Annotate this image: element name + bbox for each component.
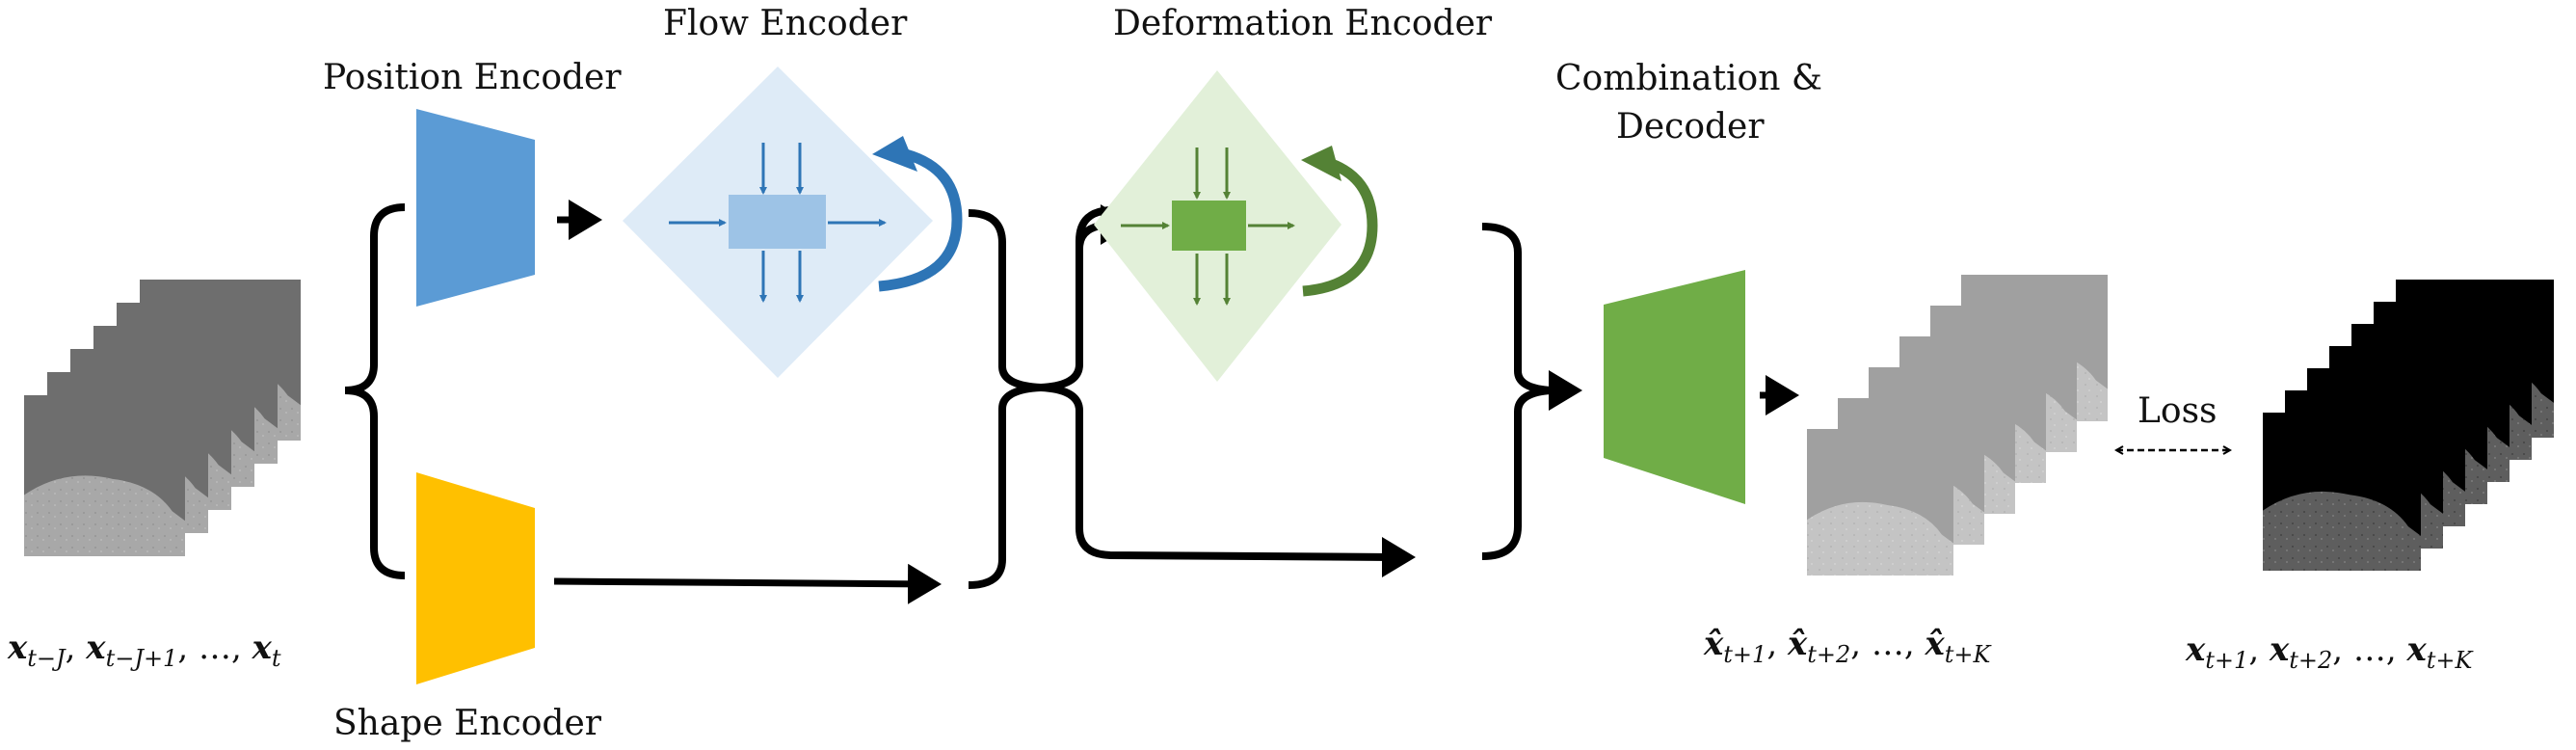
math-term-subscript: t+2 bbox=[2289, 647, 2332, 674]
math-term-base: … bbox=[1872, 625, 1904, 663]
prediction-sequence-label: x̂t+1, x̂t+2, …, x̂t+K bbox=[1703, 625, 1993, 668]
position-encoder-block[interactable] bbox=[416, 109, 535, 307]
math-term-subscript: t+1 bbox=[2205, 647, 2248, 674]
math-term-subscript: t bbox=[272, 645, 281, 672]
combination-label-line2: Decoder bbox=[1616, 107, 1765, 147]
merge-brace-left bbox=[968, 209, 1042, 589]
shape-to-merge-arrow bbox=[553, 563, 942, 604]
math-term-base: x bbox=[252, 629, 273, 667]
flow-encoder-label: Flow Encoder bbox=[663, 4, 908, 43]
math-term-base: … bbox=[199, 629, 231, 667]
math-term-base: x̂ bbox=[1787, 625, 1808, 663]
math-term-base: x bbox=[2269, 630, 2290, 669]
math-term-subscript: t+K bbox=[2427, 647, 2475, 674]
flow-recurrent-arrow bbox=[878, 148, 963, 292]
input-frame-stack bbox=[24, 280, 301, 556]
math-term-base: … bbox=[2353, 630, 2386, 669]
deform-recurrent-arrowhead bbox=[1301, 146, 1341, 181]
shape-encoder-block[interactable] bbox=[416, 472, 535, 684]
target-frame-stack bbox=[2263, 280, 2554, 571]
math-term-base: x bbox=[85, 629, 106, 667]
math-term-subscript: t−J+1 bbox=[106, 645, 178, 672]
math-term-subscript: t+2 bbox=[1807, 641, 1850, 668]
math-term-base: x̂ bbox=[1703, 625, 1724, 663]
position-encoder-label: Position Encoder bbox=[323, 58, 622, 97]
prediction-frame-1 bbox=[1807, 429, 1953, 576]
math-term-subscript: t+K bbox=[1945, 641, 1993, 668]
flow-encoder-core bbox=[729, 195, 826, 249]
combination-label-line1: Combination & bbox=[1555, 59, 1822, 98]
deformation-encoder[interactable] bbox=[1094, 70, 1378, 382]
deformation-encoder-core bbox=[1172, 201, 1246, 251]
math-term-subscript: t+1 bbox=[1723, 641, 1766, 668]
decoder-block[interactable] bbox=[1604, 270, 1745, 504]
deform-recurrent-arrow bbox=[1302, 156, 1378, 297]
math-term-base: x bbox=[2406, 630, 2428, 669]
flow-recurrent-arrowhead bbox=[872, 136, 917, 172]
math-term-base: x bbox=[7, 629, 28, 667]
merge-brace-right bbox=[1040, 206, 1394, 561]
math-term-subscript: t−J bbox=[27, 645, 66, 672]
math-term-base: x bbox=[2185, 630, 2206, 669]
target-sequence-label: xt+1, xt+2, …, xt+K bbox=[2185, 630, 2475, 674]
shape-encoder-label: Shape Encoder bbox=[333, 704, 602, 743]
input-sequence-label: xt−J, xt−J+1, …, xt bbox=[7, 629, 281, 672]
split-brace bbox=[344, 203, 406, 579]
deformation-encoder-label: Deformation Encoder bbox=[1113, 4, 1493, 43]
prediction-frame-stack bbox=[1807, 275, 2108, 576]
loss-label: Loss bbox=[2138, 391, 2217, 431]
combine-brace bbox=[1481, 223, 1553, 560]
input-frame-1 bbox=[24, 395, 185, 556]
math-term-base: x̂ bbox=[1925, 625, 1946, 663]
flow-encoder[interactable] bbox=[623, 67, 963, 378]
target-frame-1 bbox=[2263, 413, 2421, 571]
